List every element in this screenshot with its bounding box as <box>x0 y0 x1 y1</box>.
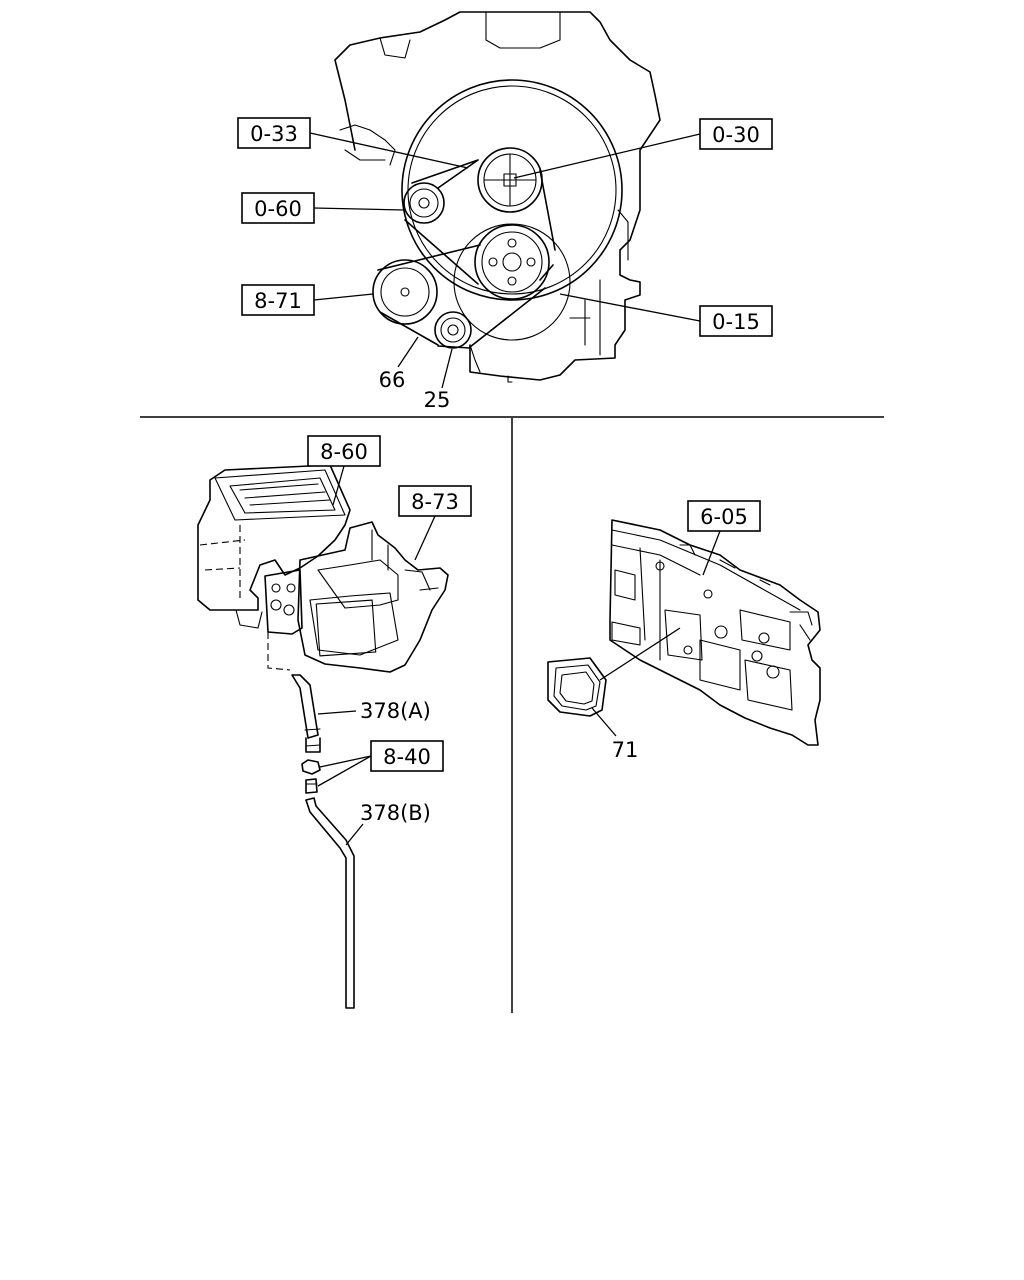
svg-text:8-60: 8-60 <box>320 440 368 464</box>
label-0-30: 0-30 <box>513 118 773 179</box>
label-0-60: 0-60 <box>241 192 405 224</box>
label-0-33: 0-33 <box>237 117 469 169</box>
label-66: 66 <box>379 336 419 392</box>
label-71: 71 <box>591 627 681 762</box>
svg-text:8-40: 8-40 <box>383 745 431 769</box>
svg-text:6-05: 6-05 <box>700 505 748 529</box>
label-8-73: 8-73 <box>398 485 472 561</box>
label-6-05: 6-05 <box>687 500 761 576</box>
svg-text:0-33: 0-33 <box>250 122 298 146</box>
label-8-71: 8-71 <box>241 284 374 316</box>
svg-text:0-60: 0-60 <box>254 197 302 221</box>
svg-text:71: 71 <box>612 738 639 762</box>
svg-text:378(A): 378(A) <box>360 699 431 723</box>
label-8-40: 8-40 <box>317 740 444 787</box>
svg-text:0-30: 0-30 <box>712 123 760 147</box>
heater-unit-illustration <box>197 464 449 1009</box>
label-25: 25 <box>424 348 453 412</box>
label-0-15: 0-15 <box>559 293 773 337</box>
engine-belt-drive-illustration <box>334 11 661 383</box>
svg-text:0-15: 0-15 <box>712 310 760 334</box>
label-378b: 378(B) <box>345 801 431 846</box>
svg-text:8-73: 8-73 <box>411 490 459 514</box>
svg-text:378(B): 378(B) <box>360 801 431 825</box>
svg-text:8-71: 8-71 <box>254 289 302 313</box>
svg-text:25: 25 <box>424 388 451 412</box>
dash-panel-illustration <box>547 519 821 746</box>
label-8-60: 8-60 <box>307 435 381 506</box>
label-378a: 378(A) <box>317 699 431 723</box>
svg-text:66: 66 <box>379 368 406 392</box>
